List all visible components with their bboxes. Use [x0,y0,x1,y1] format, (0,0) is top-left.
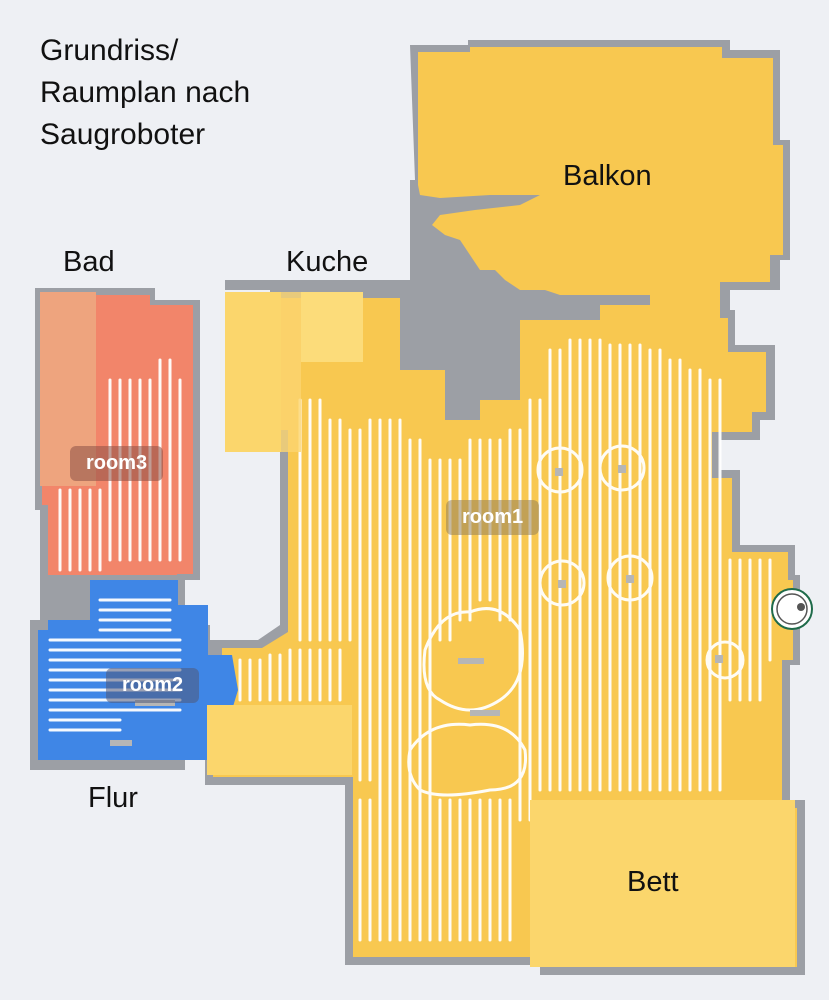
obstacles [110,465,723,746]
room-tag-room2[interactable]: room2 [106,668,200,703]
robot-vacuum-icon[interactable] [771,588,813,630]
furniture-flur [207,705,352,775]
furniture-kitchen [225,292,363,452]
room-tag-room1[interactable]: room1 [446,500,540,535]
furniture-bed [530,800,795,967]
room-tag-room3[interactable]: room3 [70,446,164,481]
label-bad: Bad [63,246,115,278]
map-title: Grundriss/ Raumplan nach Saugroboter [40,34,251,151]
label-flur: Flur [88,782,138,814]
label-kuche: Kuche [286,246,369,278]
label-balkon: Balkon [563,160,652,192]
label-bett: Bett [627,866,679,898]
